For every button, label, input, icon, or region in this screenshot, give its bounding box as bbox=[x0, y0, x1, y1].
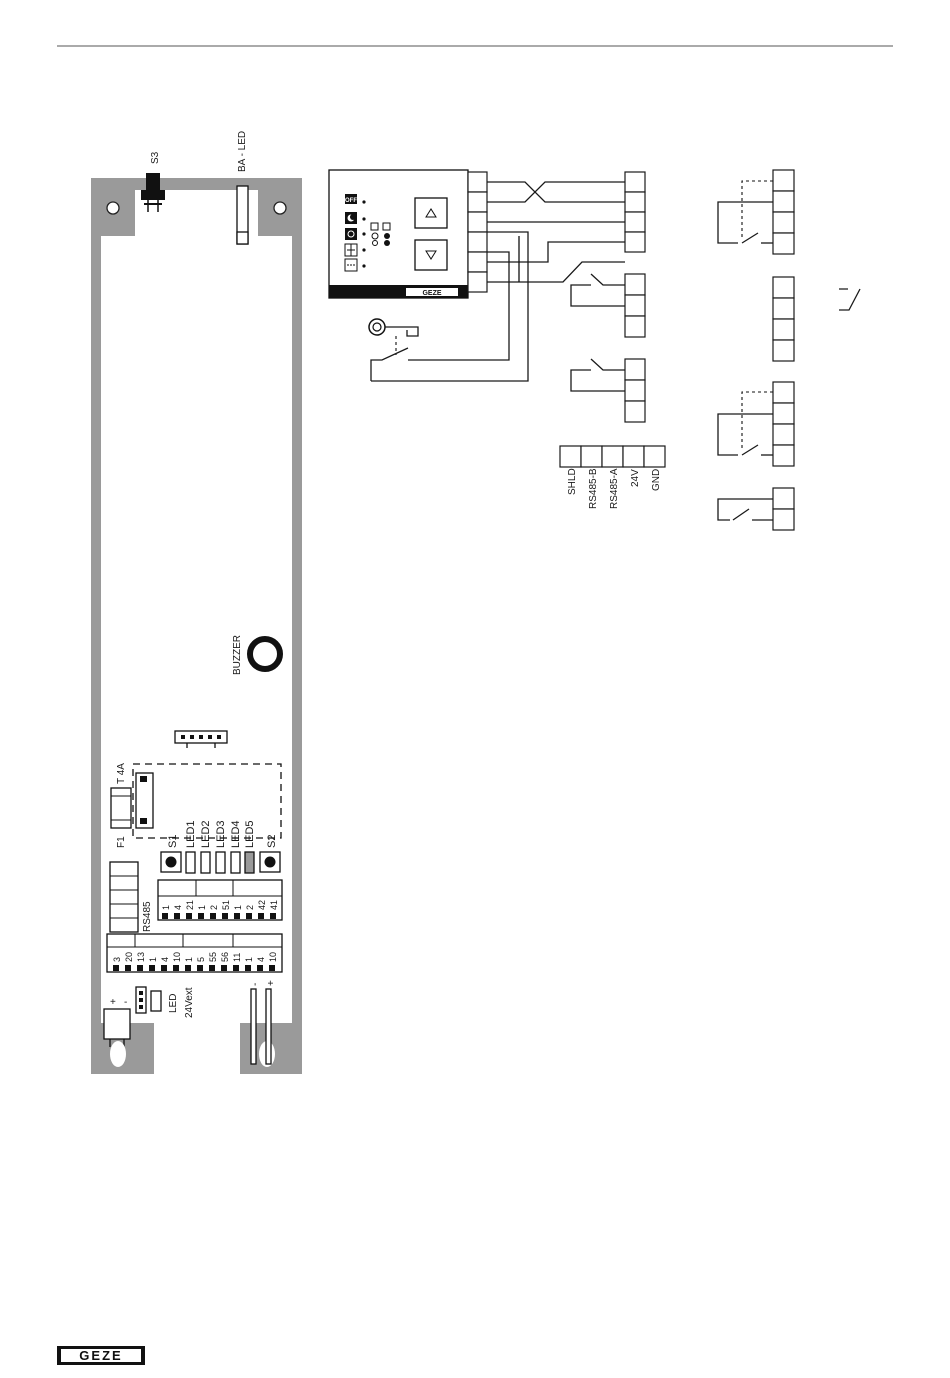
lower-terminal-13: 4 bbox=[256, 957, 266, 962]
rs485-label: RS485 bbox=[142, 901, 153, 932]
led-2 bbox=[201, 852, 210, 873]
led-label: LED bbox=[168, 994, 179, 1013]
upper-terminal-8: 2 bbox=[245, 905, 255, 910]
upper-terminal-9: 42 bbox=[257, 900, 267, 910]
led2-label: LED2 bbox=[200, 820, 212, 848]
supply-wire-plus bbox=[266, 989, 271, 1064]
buzzer-label: BUZZER bbox=[232, 635, 243, 675]
bus-label-shld: SHLD bbox=[567, 468, 578, 495]
terminal-block-f bbox=[718, 382, 794, 466]
led-4 bbox=[231, 852, 240, 873]
ext-supply-connector bbox=[151, 991, 161, 1011]
lower-terminal-strip: 3 20 13 1 4 10 1 5 55 56 11 1 4 10 bbox=[107, 934, 282, 972]
lower-terminal-12: 1 bbox=[244, 957, 254, 962]
supply-minus-label: - bbox=[250, 983, 261, 986]
bus-label-rs485-b: RS485-B bbox=[588, 468, 599, 509]
lower-terminal-1: 3 bbox=[112, 957, 122, 962]
lower-terminal-10: 56 bbox=[220, 952, 230, 962]
led5-label: LED5 bbox=[244, 820, 256, 848]
mount-hole-left bbox=[107, 202, 119, 214]
power-plus: + bbox=[110, 997, 116, 1008]
upper-terminal-5: 2 bbox=[209, 905, 219, 910]
power-connector bbox=[104, 1009, 130, 1039]
s3-switch-body bbox=[141, 190, 165, 200]
program-switch: GEZE OFF bbox=[329, 170, 487, 298]
lower-terminal-11: 11 bbox=[232, 953, 242, 962]
lower-terminal-5: 4 bbox=[160, 957, 170, 962]
bus-terminal: SHLD RS485-B RS485-A 24V GND bbox=[560, 446, 665, 509]
led3-label: LED3 bbox=[215, 820, 227, 848]
upper-terminal-10: 41 bbox=[269, 900, 279, 910]
lower-terminal-6: 10 bbox=[172, 952, 182, 962]
down-arrow-button bbox=[415, 240, 447, 270]
terminal-block-b bbox=[571, 274, 645, 337]
upper-terminal-strip: 1 4 21 1 2 51 1 2 42 41 bbox=[158, 880, 282, 920]
fuse-f1 bbox=[111, 788, 131, 828]
led-5 bbox=[245, 852, 254, 873]
lower-terminal-7: 1 bbox=[184, 957, 194, 962]
bus-label-24v: 24V bbox=[630, 469, 641, 487]
bus-label-rs485-a: RS485-A bbox=[609, 468, 620, 509]
ext-supply-label: 24Vext bbox=[184, 987, 195, 1018]
mount-hole-right bbox=[274, 202, 286, 214]
upper-terminal-4: 1 bbox=[197, 905, 207, 910]
ba-led-label: BA - LED bbox=[237, 131, 248, 172]
lower-terminal-14: 10 bbox=[268, 952, 278, 962]
upper-terminal-6: 51 bbox=[221, 900, 231, 910]
power-minus: - bbox=[124, 997, 127, 1008]
s3-label: S3 bbox=[150, 151, 161, 164]
lower-terminal-2: 20 bbox=[124, 952, 134, 962]
s2-label: S2 bbox=[266, 835, 278, 848]
led1-label: LED1 bbox=[185, 820, 197, 848]
supply-plus-label: + bbox=[266, 980, 277, 986]
supply-wire-minus bbox=[251, 989, 256, 1064]
s3-switch-knob bbox=[146, 173, 160, 191]
footer-logo: GEZE bbox=[57, 1346, 145, 1365]
upper-terminal-1: 1 bbox=[161, 905, 171, 910]
fuse-rating-label: T 4A bbox=[116, 763, 127, 784]
cable-entry-left bbox=[110, 1041, 126, 1067]
program-switch-brand: GEZE bbox=[422, 290, 441, 297]
contact-symbol-icon bbox=[839, 289, 860, 310]
terminal-block-g bbox=[718, 488, 794, 530]
led-3 bbox=[216, 852, 225, 873]
svg-text:OFF: OFF bbox=[345, 198, 357, 204]
lower-terminal-4: 1 bbox=[148, 957, 158, 962]
up-arrow-button bbox=[415, 198, 447, 228]
led-1 bbox=[186, 852, 195, 873]
buzzer bbox=[250, 639, 280, 669]
lower-terminal-8: 5 bbox=[196, 957, 206, 962]
upper-terminal-3: 21 bbox=[185, 900, 195, 910]
terminal-block-e bbox=[773, 277, 860, 361]
bus-label-gnd: GND bbox=[651, 469, 662, 491]
rs485-connector bbox=[110, 862, 138, 932]
status-leds bbox=[186, 852, 254, 873]
control-board: S3 BA - LED BUZZER T 4A F1 S bbox=[91, 131, 302, 1074]
lower-terminal-9: 55 bbox=[208, 952, 218, 962]
terminal-block-c bbox=[571, 359, 645, 422]
footer-logo-text: GEZE bbox=[79, 1348, 122, 1363]
terminal-block-a bbox=[625, 172, 645, 252]
fuse-label: F1 bbox=[116, 836, 127, 848]
terminal-block-d bbox=[718, 170, 794, 254]
led4-label: LED4 bbox=[230, 820, 242, 848]
lower-terminal-3: 13 bbox=[136, 952, 146, 962]
program-switch-terminals bbox=[468, 172, 487, 292]
upper-terminal-2: 4 bbox=[173, 905, 183, 910]
upper-terminal-7: 1 bbox=[233, 905, 243, 910]
s1-label: S1 bbox=[167, 835, 179, 848]
